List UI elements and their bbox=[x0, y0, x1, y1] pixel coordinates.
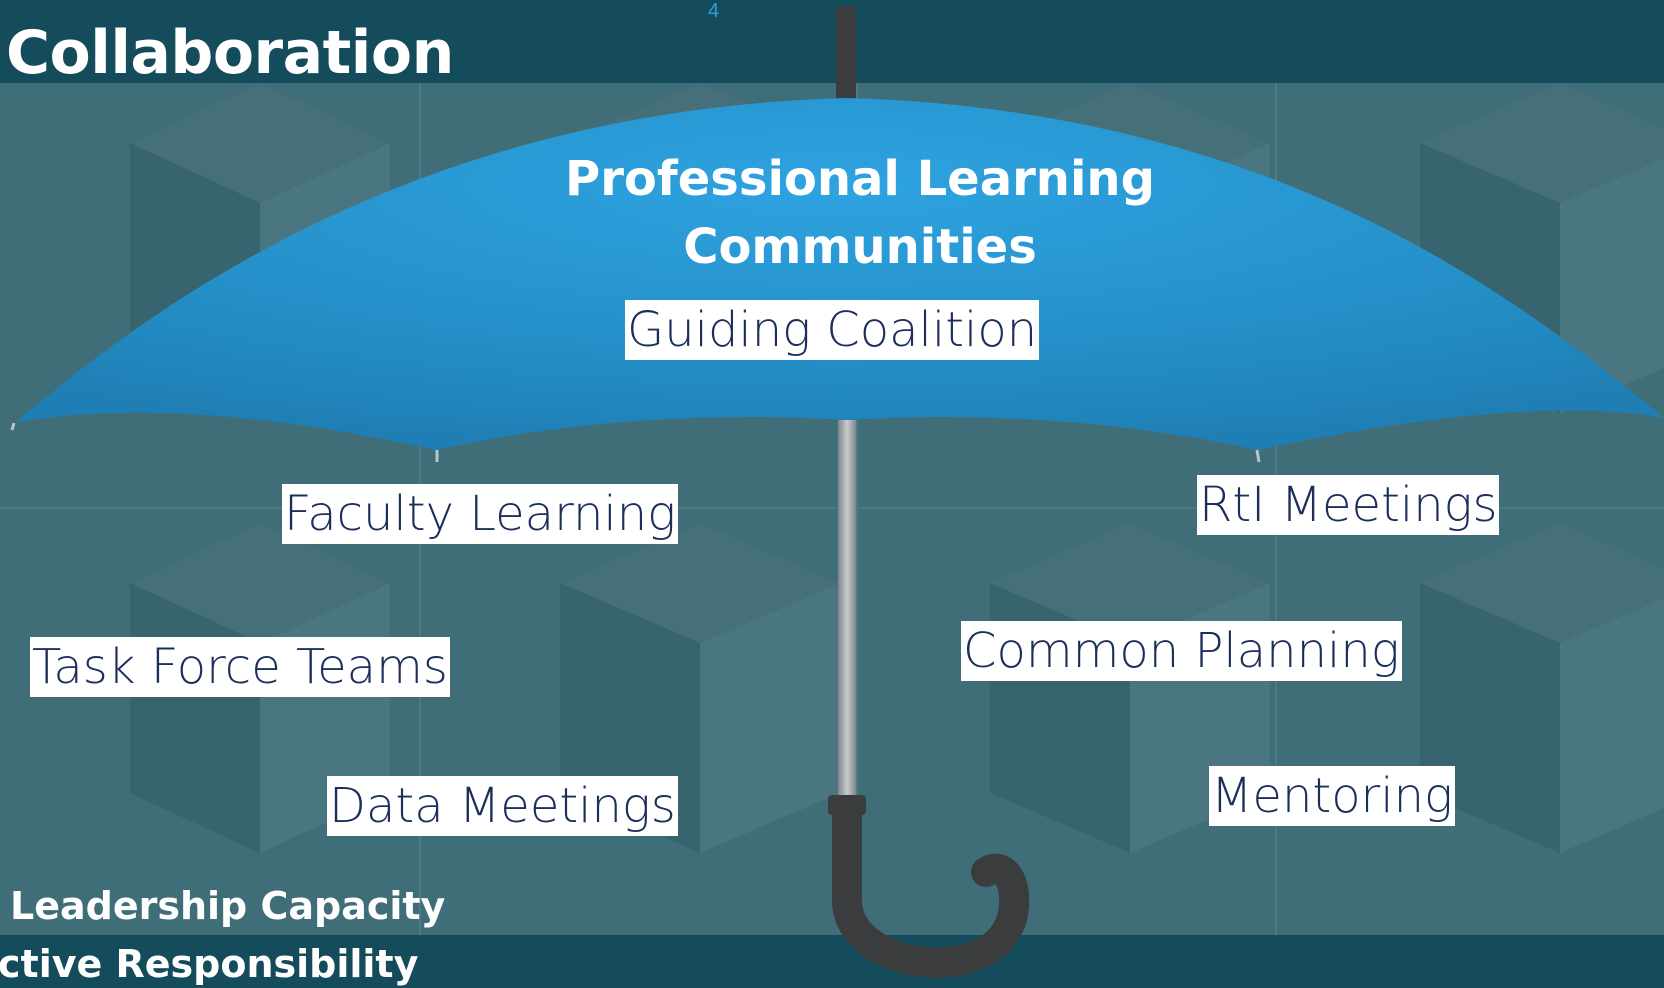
umbrella-canopy bbox=[16, 98, 1664, 450]
umbrella-shaft bbox=[838, 420, 856, 800]
label-task-force-teams: Task Force Teams bbox=[30, 637, 450, 697]
footer-leadership-capacity: Leadership Capacity bbox=[10, 884, 446, 928]
label-common-planning: Common Planning bbox=[961, 621, 1402, 681]
slide-title: Collaboration bbox=[6, 18, 454, 88]
page-number: 4 bbox=[708, 0, 720, 22]
footer-collective-responsibility: ctive Responsibility bbox=[0, 942, 419, 986]
footer-band bbox=[0, 935, 1664, 988]
label-faculty-learning: Faculty Learning bbox=[282, 484, 678, 544]
canopy-title: Professional Learning Communities bbox=[540, 145, 1180, 281]
label-mentoring: Mentoring bbox=[1209, 766, 1455, 826]
umbrella-tip bbox=[836, 6, 856, 102]
label-guiding-coalition: Guiding Coalition bbox=[625, 300, 1040, 360]
label-rti-meetings: RtI Meetings bbox=[1197, 475, 1500, 535]
canopy-title-line1: Professional Learning bbox=[565, 151, 1155, 207]
title-band bbox=[0, 0, 1664, 83]
canopy-title-line2: Communities bbox=[683, 219, 1037, 275]
umbrella-handle bbox=[832, 797, 1030, 978]
label-data-meetings: Data Meetings bbox=[327, 776, 678, 836]
